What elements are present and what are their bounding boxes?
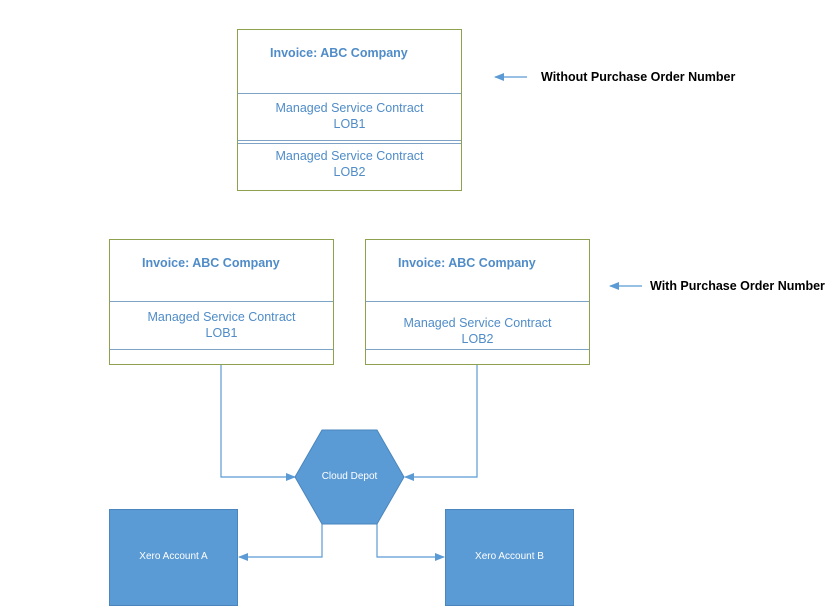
- invoice-line-description: Managed Service Contract: [275, 149, 424, 163]
- invoice-header: Invoice: ABC Company: [366, 240, 589, 302]
- invoice-line-description: Managed Service Contract: [147, 310, 296, 324]
- note-with-po: With Purchase Order Number: [650, 279, 825, 293]
- invoice-header: Invoice: ABC Company: [110, 240, 333, 302]
- invoice-line-lob1: Managed Service Contract LOB1: [238, 100, 461, 132]
- connector-invoice-lob2-to-hub: [404, 365, 478, 481]
- invoice-line-lob: LOB2: [461, 332, 494, 346]
- invoice-title: Invoice: ABC Company: [270, 46, 408, 60]
- hub-label: Cloud Depot: [321, 471, 378, 482]
- invoice-with-po-lob2: Invoice: ABC Company Managed Service Con…: [365, 239, 590, 365]
- connector-hub-to-account-b: [376, 524, 445, 561]
- account-b-label: Xero Account B: [475, 551, 544, 562]
- invoice-line-description: Managed Service Contract: [403, 316, 552, 330]
- invoice-title: Invoice: ABC Company: [142, 256, 280, 270]
- invoice-header: Invoice: ABC Company: [238, 30, 461, 94]
- invoice-line-lob2: Managed Service Contract LOB2: [238, 148, 461, 180]
- account-a-label: Xero Account A: [139, 551, 208, 562]
- connector-hub-to-account-a: [238, 524, 323, 561]
- invoice-title: Invoice: ABC Company: [398, 256, 536, 270]
- invoice-line-lob2: Managed Service Contract LOB2: [366, 301, 589, 350]
- connector-invoice-lob1-to-hub: [220, 365, 296, 481]
- invoice-line-lob: LOB1: [333, 117, 366, 131]
- invoice-without-po: Invoice: ABC Company Managed Service Con…: [237, 29, 462, 191]
- hub-hexagon: [294, 429, 405, 525]
- note-without-po: Without Purchase Order Number: [541, 70, 736, 84]
- account-b-box: Xero Account B: [445, 509, 574, 606]
- invoice-line-description: Managed Service Contract: [275, 101, 424, 115]
- invoice-line-lob1: Managed Service Contract LOB1: [110, 301, 333, 350]
- invoice-with-po-lob1: Invoice: ABC Company Managed Service Con…: [109, 239, 334, 365]
- account-a-box: Xero Account A: [109, 509, 238, 606]
- line-divider: [238, 140, 461, 144]
- invoice-line-lob: LOB2: [333, 165, 366, 179]
- invoice-line-lob: LOB1: [205, 326, 238, 340]
